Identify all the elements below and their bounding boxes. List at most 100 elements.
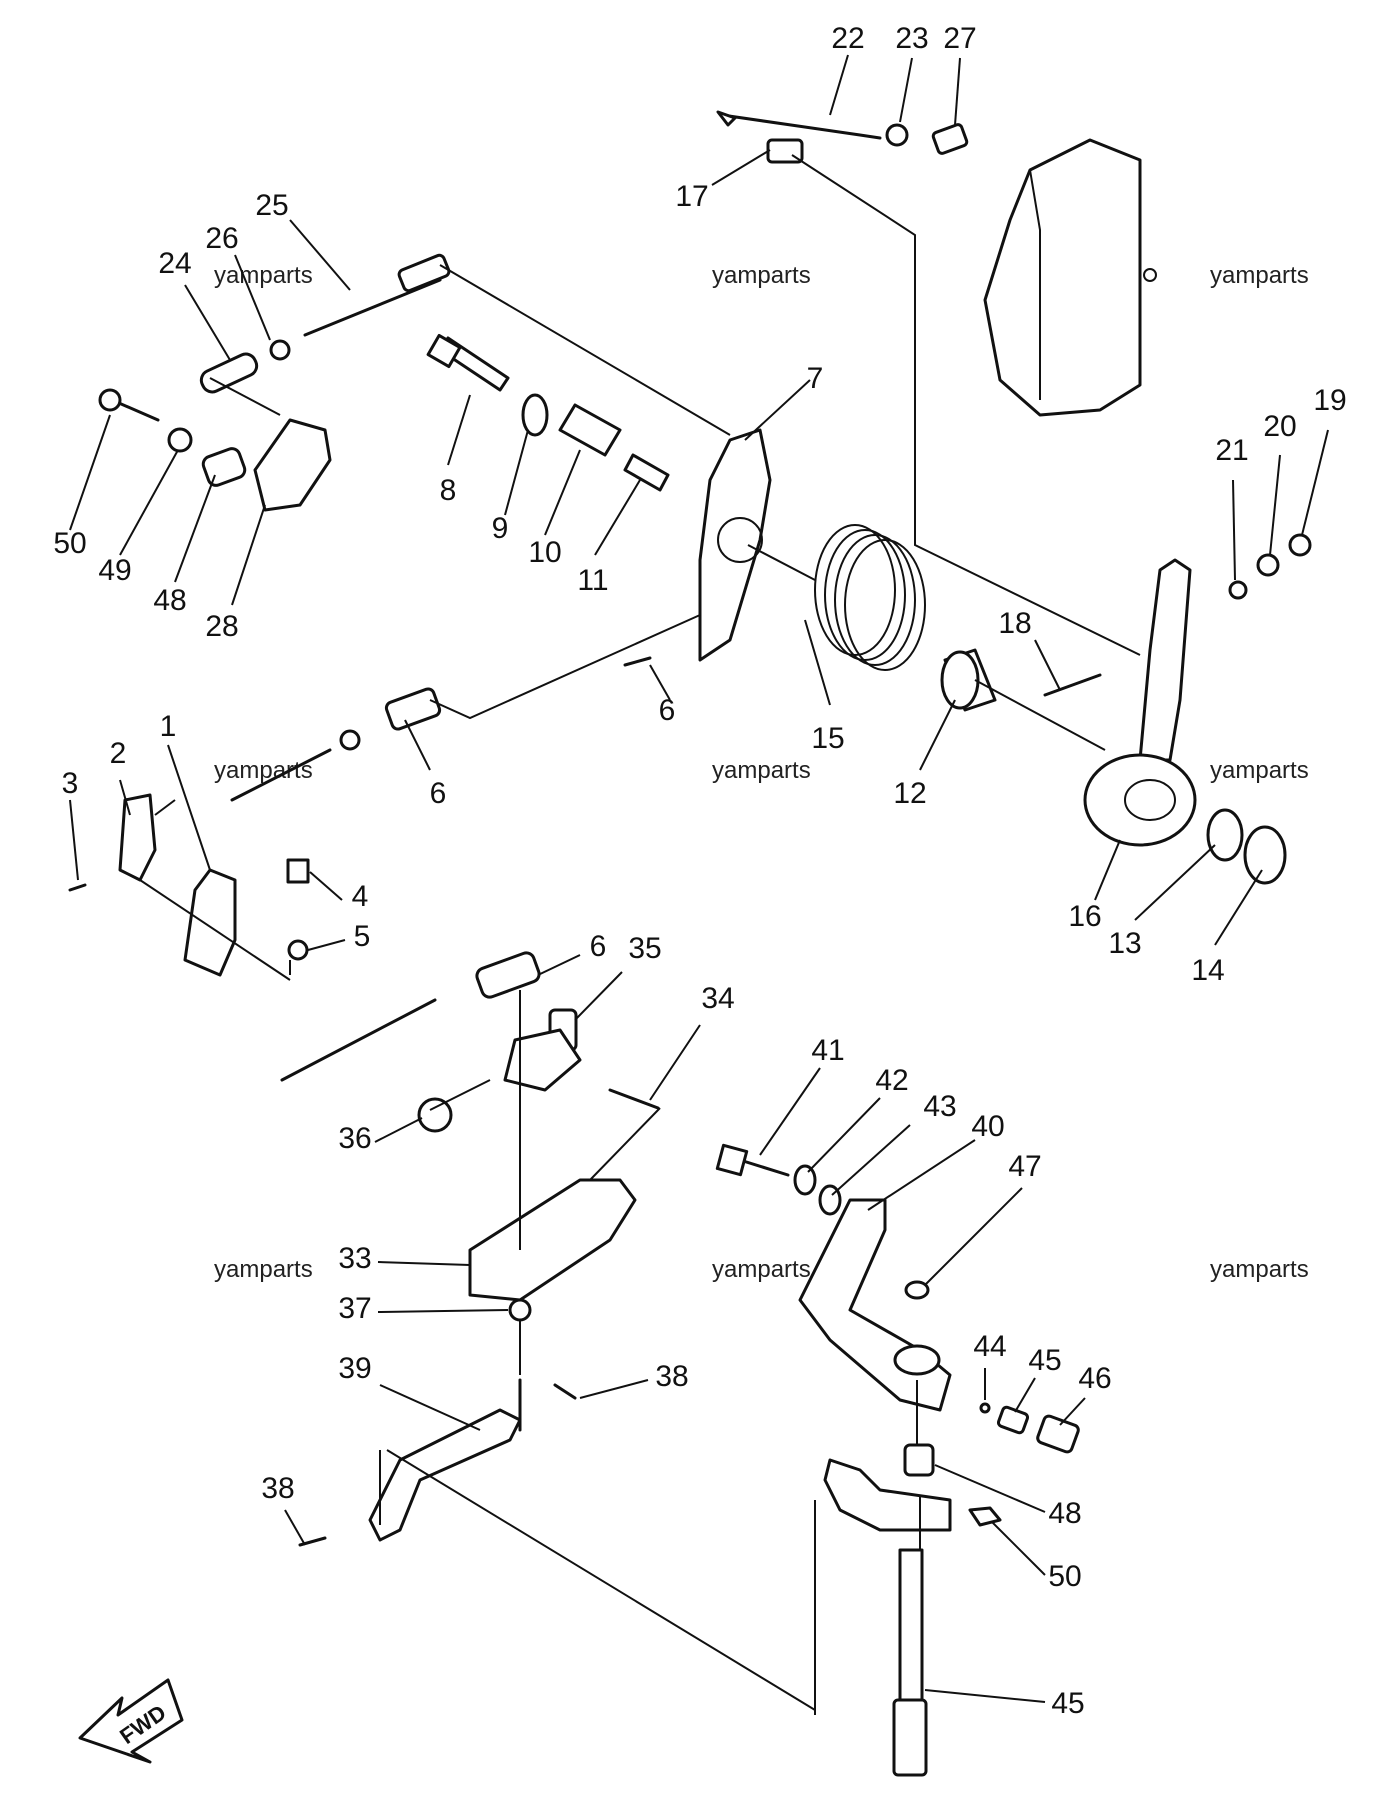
assembly-line — [386, 1449, 816, 1711]
leader-38-lower — [284, 1509, 306, 1546]
leader-16 — [804, 619, 831, 706]
part-44-ball — [979, 1402, 991, 1414]
callout-30: 48 — [153, 584, 186, 617]
leader-49 — [924, 1187, 1023, 1286]
leader-47 — [924, 1689, 1046, 1703]
leader-33 — [377, 1261, 471, 1266]
part-22-pin — [1228, 580, 1248, 600]
callout-11: 10 — [528, 536, 561, 569]
leader-23 — [829, 54, 849, 116]
part-31-nut — [167, 427, 193, 453]
watermark: yamparts — [712, 1256, 811, 1283]
callout-3: 3 — [62, 767, 79, 800]
part-48-collar — [903, 1443, 935, 1477]
leader-39 — [379, 1384, 481, 1431]
leader-11 — [544, 449, 581, 536]
part-11-collar — [558, 403, 622, 457]
leader-27 — [234, 254, 271, 341]
callout-6-lower: 6 — [590, 930, 607, 963]
callout-4: 4 — [352, 880, 369, 913]
part-26-end — [397, 253, 451, 293]
part-1-bracket — [183, 868, 237, 977]
callout-38-lower: 38 — [261, 1472, 294, 1505]
callout-26: 25 — [255, 189, 288, 222]
callout-48: 48 — [1048, 1497, 1081, 1530]
part-27-nut — [269, 339, 291, 361]
part-7-throttle-cam — [698, 428, 772, 662]
assembly-line — [747, 544, 816, 581]
leader-5 — [307, 939, 346, 951]
part-cable-lower — [280, 998, 437, 1082]
leader-10 — [504, 429, 529, 516]
callout-49: 47 — [1008, 1150, 1041, 1183]
part-control-box-edge — [1029, 169, 1041, 400]
assembly-line — [974, 679, 1106, 751]
leader-45 — [1014, 1377, 1036, 1413]
callout-38-upper: 38 — [655, 1360, 688, 1393]
assembly-line — [439, 264, 731, 436]
part-45-spring — [996, 1405, 1030, 1435]
leader-3 — [69, 799, 79, 881]
fwd-arrow-icon — [78, 1678, 184, 1764]
assembly-line — [139, 879, 291, 981]
leader-50 — [991, 1521, 1046, 1576]
fwd-arrow: FWD — [78, 1678, 184, 1764]
leader-22 — [1232, 479, 1236, 581]
callout-25: 24 — [158, 247, 191, 280]
callout-7: 7 — [807, 362, 824, 395]
assembly-line — [589, 1107, 661, 1181]
part-21-nut — [1256, 553, 1280, 577]
part-30-collar — [201, 447, 247, 487]
callout-13: 12 — [893, 777, 926, 810]
part-19-bolt — [1043, 673, 1102, 697]
leader-12 — [594, 479, 641, 556]
callout-45: 45 — [1028, 1344, 1061, 1377]
leader-17 — [1094, 839, 1121, 901]
callout-18: 17 — [675, 180, 708, 213]
watermark: yamparts — [214, 1256, 313, 1283]
callout-36: 36 — [338, 1122, 371, 1155]
part-32-head — [98, 388, 122, 412]
leader-42 — [807, 1097, 881, 1173]
leader-8 — [649, 664, 671, 701]
leader-18 — [711, 149, 771, 186]
leader-6-upper — [404, 719, 431, 771]
part-35-base — [503, 1028, 582, 1092]
part-control-box — [983, 138, 1142, 417]
leader-25 — [184, 284, 231, 361]
leader-46 — [1059, 1397, 1086, 1426]
leader-21 — [1269, 454, 1281, 556]
watermark: yamparts — [214, 262, 313, 289]
part-29-bracket — [253, 418, 332, 512]
part-nut-upper — [339, 729, 361, 751]
leader-24 — [899, 57, 913, 123]
callout-39: 39 — [338, 1352, 371, 1385]
part-20-cap — [1288, 533, 1312, 557]
callout-labels: 22 23 27 17 25 26 24 7 8 9 10 11 50 49 4… — [53, 22, 1346, 1720]
assembly-line — [429, 614, 701, 720]
part-23-tip — [716, 110, 737, 127]
part-25-joint — [199, 352, 259, 394]
part-40-arm — [798, 1198, 952, 1412]
part-2-clip — [118, 793, 157, 882]
assembly-line — [209, 377, 281, 416]
callout-23: 22 — [831, 22, 864, 55]
callout-28: 27 — [943, 22, 976, 55]
callout-22: 21 — [1215, 434, 1248, 467]
part-28-joint — [931, 123, 969, 155]
leader-15 — [1214, 869, 1263, 946]
leader-19 — [1034, 639, 1061, 691]
leader-7 — [744, 379, 811, 441]
part-cable-upper — [230, 748, 332, 802]
callout-1: 1 — [160, 710, 177, 743]
part-17-arm — [1138, 558, 1192, 762]
callout-9: 8 — [440, 474, 457, 507]
leader-26 — [289, 219, 351, 291]
assembly-line — [791, 154, 1141, 656]
callout-37: 37 — [338, 1292, 371, 1325]
callout-27: 26 — [205, 222, 238, 255]
leader-20 — [1301, 429, 1329, 536]
callout-46: 46 — [1078, 1362, 1111, 1395]
part-23-link-rod — [720, 113, 882, 140]
callout-44: 44 — [973, 1330, 1006, 1363]
